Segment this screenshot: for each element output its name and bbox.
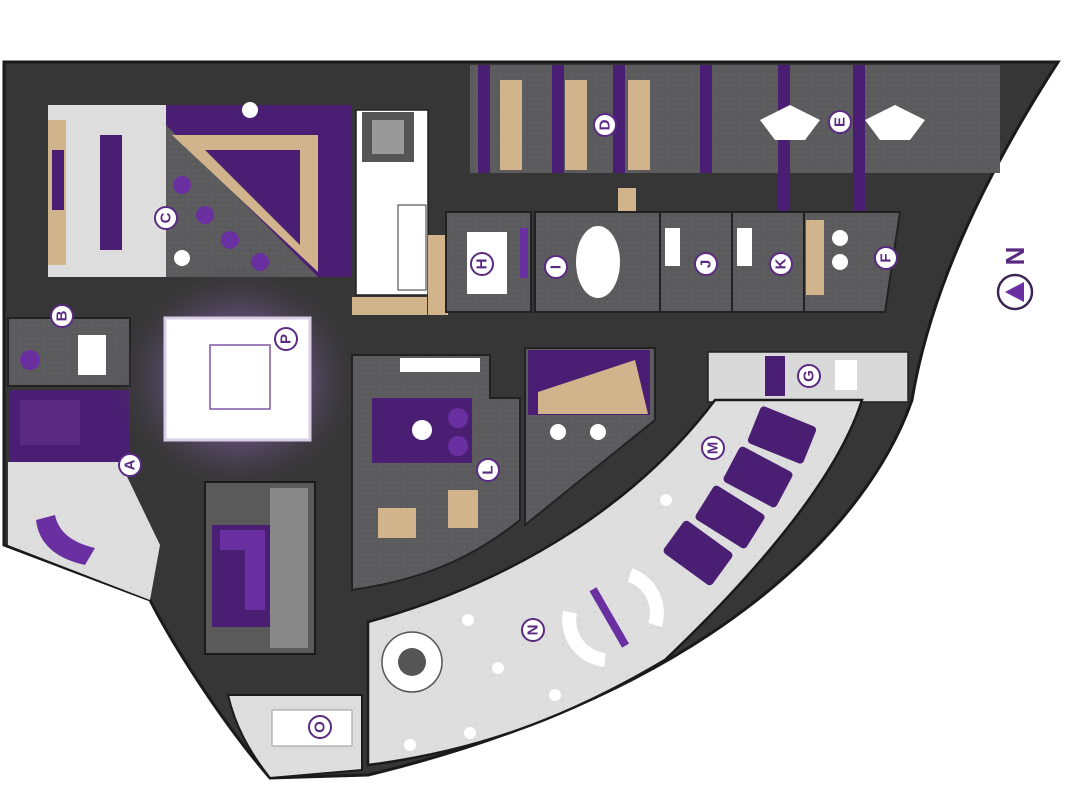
zone-label-text: K	[773, 258, 790, 269]
zone-label-text: J	[698, 260, 715, 268]
zone-label-g: G	[797, 364, 821, 388]
zone-d-e-workstations	[470, 65, 1000, 233]
zone-label-m: M	[701, 436, 725, 460]
zone-label-a: A	[118, 453, 142, 477]
zone-label-circle	[701, 436, 725, 460]
zone-label-text: E	[832, 117, 849, 127]
zone-label-k: K	[769, 252, 793, 276]
zone-label-circle	[308, 715, 332, 739]
zone-label-circle	[694, 252, 718, 276]
zone-label-text: B	[54, 310, 71, 321]
north-arrow-icon	[1005, 282, 1024, 302]
zone-label-circle	[544, 255, 568, 279]
zone-label-text: L	[480, 465, 497, 474]
zone-label-text: C	[158, 212, 175, 223]
zone-label-text: N	[525, 625, 542, 636]
zone-o-room	[226, 694, 363, 780]
north-label: N	[1000, 247, 1030, 266]
zone-c-kitchen-lounge	[48, 102, 351, 277]
core-elevators	[352, 109, 448, 315]
zone-label-circle	[470, 252, 494, 276]
zone-labels: A B C D E F G H I J K L M N O P	[50, 110, 898, 739]
zone-label-circle	[50, 304, 74, 328]
zone-label-o: O	[308, 715, 332, 739]
zone-label-circle	[118, 453, 142, 477]
zone-label-text: P	[278, 334, 295, 344]
zone-label-circle	[769, 252, 793, 276]
zone-label-circle	[476, 458, 500, 482]
zone-label-e: E	[828, 110, 852, 134]
zone-label-p: P	[274, 327, 298, 351]
zone-label-b: B	[50, 304, 74, 328]
zone-label-circle	[828, 110, 852, 134]
zone-label-text: G	[801, 370, 818, 382]
zone-label-text: A	[122, 459, 139, 470]
zone-label-text: H	[474, 259, 491, 270]
zone-l-lounge	[351, 354, 521, 592]
north-arrow: N	[996, 247, 1034, 311]
zone-label-circle	[274, 327, 298, 351]
zone-g-room	[707, 351, 909, 403]
zone-label-circle	[593, 113, 617, 137]
zone-label-text: D	[597, 119, 614, 130]
zone-label-l: L	[476, 458, 500, 482]
zone-m-n-corridor	[366, 398, 864, 767]
zone-label-i: I	[544, 255, 568, 279]
zone-label-circle	[874, 246, 898, 270]
zone-label-d: D	[593, 113, 617, 137]
zone-label-text: M	[705, 442, 722, 455]
zone-label-h: H	[470, 252, 494, 276]
wedge-conference	[524, 347, 656, 528]
meeting-rooms-row	[445, 211, 902, 313]
zone-label-circle	[797, 364, 821, 388]
zone-p-room	[113, 265, 363, 495]
zone-label-circle	[154, 206, 178, 230]
zone-label-f: F	[874, 246, 898, 270]
zone-label-circle	[521, 618, 545, 642]
zone-label-c: C	[154, 206, 178, 230]
zone-label-j: J	[694, 252, 718, 276]
zone-label-n: N	[521, 618, 545, 642]
zone-label-text: I	[548, 265, 565, 269]
zone-label-text: O	[312, 721, 329, 733]
stair-core	[204, 481, 316, 655]
zone-label-text: F	[878, 253, 895, 262]
